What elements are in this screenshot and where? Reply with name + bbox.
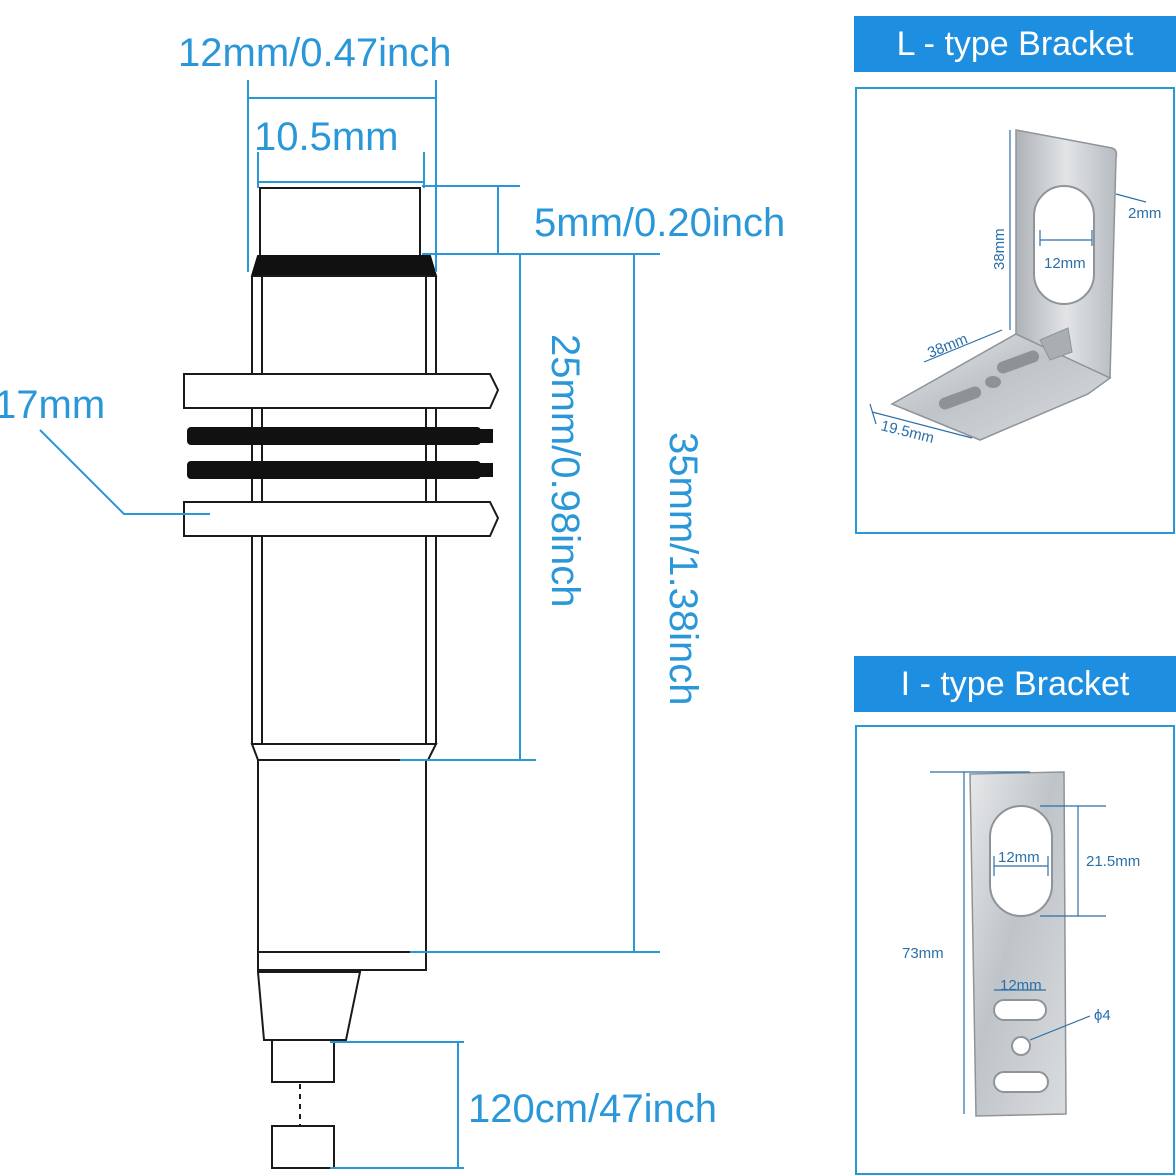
l-bracket-dim-lines [869, 130, 1147, 439]
diameter-label: 12mm/0.47inch [178, 31, 451, 75]
l-thickness-label: 2mm [1128, 205, 1161, 222]
l-bracket-title: L - type Bracket [897, 25, 1134, 63]
washer-2 [187, 461, 481, 479]
l-bracket-labels: 38mm 12mm 2mm 38mm 19.5mm [879, 205, 1161, 447]
nut-label: 17mm [0, 383, 105, 427]
sensor-drawing [183, 187, 500, 1169]
thread-length-label: 25mm/0.98inch [543, 334, 587, 607]
i-bracket-image [969, 771, 1067, 1117]
i-slot-width-label: 12mm [998, 849, 1040, 866]
i-hole-label: ϕ4 [1094, 1007, 1111, 1024]
head-label: 5mm/0.20inch [534, 201, 785, 245]
cable-top [271, 1039, 335, 1083]
body-length-label: 35mm/1.38inch [661, 432, 705, 705]
l-bracket-header [854, 16, 1176, 72]
sensor-thread-end [250, 743, 438, 761]
l-bracket-image [890, 129, 1118, 441]
nut-top [183, 373, 500, 409]
i-bracket-hole [1011, 1036, 1031, 1056]
dimension-lines [39, 80, 660, 1169]
l-bracket-frame [855, 87, 1175, 534]
sensor-ring [250, 255, 438, 277]
thread-label: 10.5mm [254, 115, 399, 159]
i-bracket-labels: 12mm 21.5mm 73mm 12mm ϕ4 [902, 849, 1140, 1024]
cable-gland [256, 971, 362, 1041]
cable-end [271, 1125, 335, 1169]
l-bracket-panel: L - type Bracket 38mm 1 [854, 16, 1176, 534]
i-bracket-panel: I - type Bracket 12mm 21.5mm 73mm 12mm [854, 656, 1176, 1175]
i-bracket-title: I - type Bracket [901, 665, 1130, 703]
sensor-labels: 12mm/0.47inch 10.5mm 5mm/0.20inch 17mm 2… [0, 31, 785, 1131]
sensor-head [259, 187, 421, 257]
sensor-lower-body [257, 759, 427, 953]
cable-label: 120cm/47inch [468, 1087, 717, 1131]
i-length-label: 73mm [902, 945, 944, 962]
i-bracket-dim-lines [930, 771, 1106, 1114]
i-small-slot-label: 12mm [1000, 977, 1042, 994]
i-slot-height-label: 21.5mm [1086, 853, 1140, 870]
nut-bottom [183, 501, 500, 537]
sensor-collar [257, 951, 427, 971]
i-bracket-small-slot [993, 999, 1047, 1021]
l-height-label: 38mm [991, 228, 1008, 270]
washer-1 [187, 427, 481, 445]
i-bracket-header [854, 656, 1176, 712]
l-slot-label: 12mm [1044, 255, 1086, 272]
i-bracket-bottom-slot [993, 1071, 1049, 1093]
i-bracket-large-slot [989, 805, 1053, 917]
